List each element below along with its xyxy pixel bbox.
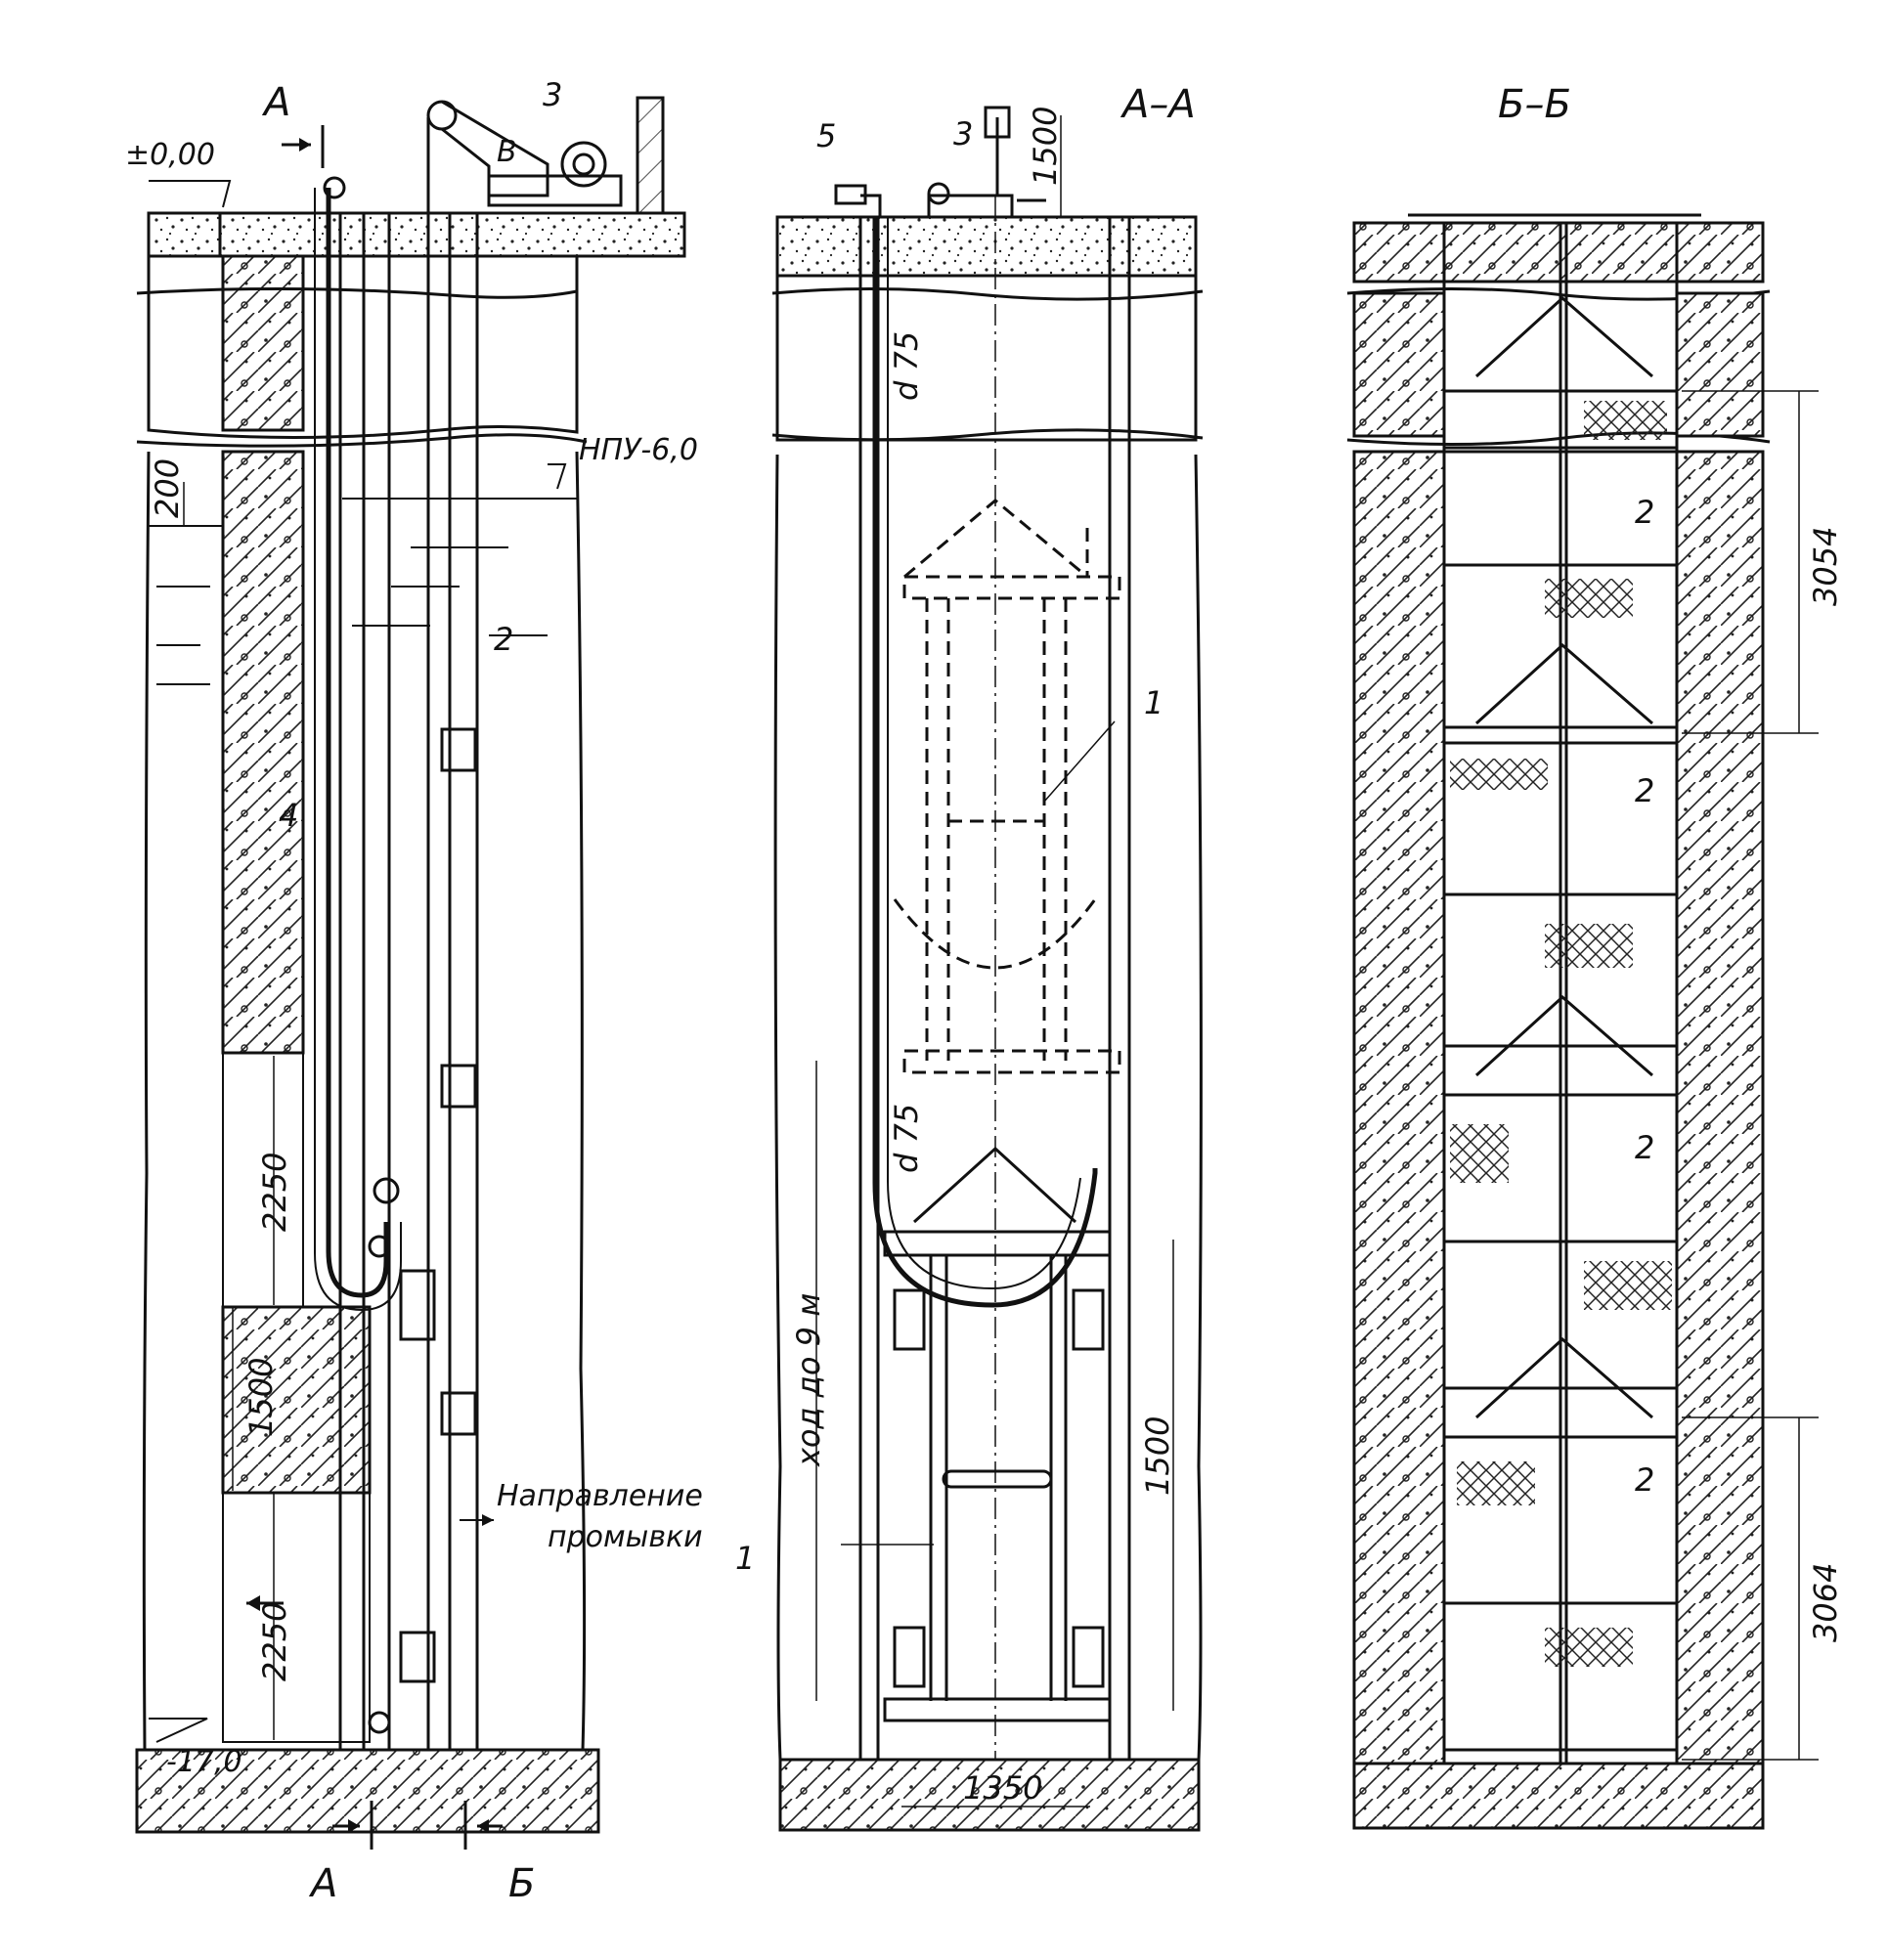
aa-left-edge: [773, 454, 782, 1761]
wall-thickening: [221, 1305, 372, 1495]
flush-pipe: [326, 188, 389, 1298]
left-section-view: [135, 96, 686, 1850]
hoist-mechanism: [426, 96, 665, 215]
dim-3064-label: 3064: [1807, 1563, 1844, 1642]
dim-2250-upper-label: 2250: [256, 1153, 293, 1232]
panel-roller: [440, 1391, 477, 1436]
panel-roller: [440, 727, 477, 772]
section-arrow-head: [477, 1819, 489, 1833]
callout-2-bb-3: 2: [1635, 1129, 1654, 1166]
callout-1-upper: 1: [1144, 684, 1164, 721]
pipe-joint: [368, 1235, 391, 1258]
aa-frame-lower-position: [883, 1146, 1112, 1722]
npu-mark: [548, 463, 567, 490]
bb-left-wall: [1352, 450, 1446, 1765]
panel-roller: [440, 1064, 477, 1109]
right-earth-edge: [575, 451, 587, 1751]
npu-label: НПУ-6,0: [579, 433, 698, 467]
callout-4: 4: [279, 797, 298, 834]
aa-top-slab: [775, 215, 1198, 278]
bb-screen-panels: [1442, 295, 1679, 1752]
pipe-joint: [373, 1177, 400, 1204]
dim-1500-top-label: 1500: [1027, 107, 1064, 186]
panel-roller: [399, 1269, 436, 1341]
bb-right-wall: [1675, 450, 1765, 1765]
section-arrow-head: [348, 1819, 360, 1833]
callout-2-bb-2: 2: [1635, 772, 1654, 809]
bottom-level-label: -17,0: [166, 1745, 242, 1779]
bottom-slab: [135, 1748, 600, 1834]
wall-block-lower: [222, 1492, 371, 1743]
valve-b-label: В: [497, 135, 517, 169]
bb-bottom-slab: [1352, 1762, 1765, 1830]
section-a-bottom-label: А: [308, 1861, 337, 1906]
aa-upper-block: [775, 276, 1198, 442]
pipe-d75-upper-label: d 75: [888, 331, 925, 401]
dim-3054-label: 3054: [1807, 527, 1844, 606]
right-view-bb: [1346, 213, 1819, 1830]
flow-arrow-head: [246, 1595, 260, 1611]
bb-right-wall-upper: [1675, 291, 1765, 438]
level-zero-label: ±0,00: [125, 138, 215, 172]
break-line-2: [136, 433, 588, 448]
break-line-1: [136, 286, 578, 299]
aa-frame-upper-position: [893, 499, 1121, 1074]
middle-view-aa: [771, 106, 1204, 1832]
section-a-top-label: А: [261, 80, 290, 125]
callout-5: 5: [816, 117, 836, 154]
callout-3-middle: 3: [953, 115, 973, 152]
pipe-d75-lower-label: d 75: [888, 1104, 925, 1173]
flow-direction-line1: Направление: [497, 1479, 703, 1513]
dim-200-label: 200: [149, 458, 186, 518]
bb-left-wall-upper: [1352, 291, 1446, 438]
main-wall: [221, 450, 305, 1055]
aa-bottom-slab: [778, 1758, 1201, 1832]
top-slab: [147, 211, 686, 258]
pipe-bottom: [368, 1711, 391, 1734]
panel-roller: [399, 1631, 436, 1683]
left-earth-edge: [142, 451, 151, 1751]
aa-flush-pipe-inner: [887, 217, 1081, 1290]
flush-pipe-outer: [314, 188, 402, 1312]
aa-break-line: [771, 286, 1204, 301]
dim-1350-label: 1350: [963, 1769, 1042, 1807]
level-zero-mark: [149, 180, 232, 208]
flow-arrow-head: [482, 1514, 494, 1526]
pipe-bend-top: [323, 176, 346, 199]
callout-2-left: 2: [494, 621, 513, 658]
view-bb-title: Б–Б: [1498, 82, 1571, 127]
section-b-bottom-label: Б: [508, 1861, 535, 1906]
section-arrow-head: [299, 138, 311, 152]
bottom-level-mark: [149, 1718, 208, 1743]
callout-1-lower: 1: [735, 1540, 755, 1577]
dim-2250-lower-label: 2250: [256, 1602, 293, 1681]
aa-top-fixtures: [834, 106, 1046, 219]
upper-wall: [221, 254, 305, 432]
callout-3-left: 3: [543, 76, 562, 113]
aa-break-line: [771, 428, 1204, 442]
view-aa-title: А–А: [1120, 82, 1196, 127]
callout-2-bb-1: 2: [1635, 494, 1654, 531]
dim-1500-right-label: 1500: [1139, 1416, 1176, 1496]
callout-2-bb-4: 2: [1635, 1461, 1654, 1499]
dim-1500-left-label: 1500: [242, 1358, 280, 1437]
bb-top-slab: [1352, 221, 1765, 283]
upper-earth-outline: [147, 256, 579, 439]
aa-leader-1-upper: [1043, 720, 1116, 803]
travel-label: ход до 9 м: [790, 1293, 827, 1467]
flow-direction-line2: промывки: [548, 1520, 703, 1554]
aa-right-edge: [1194, 454, 1203, 1761]
